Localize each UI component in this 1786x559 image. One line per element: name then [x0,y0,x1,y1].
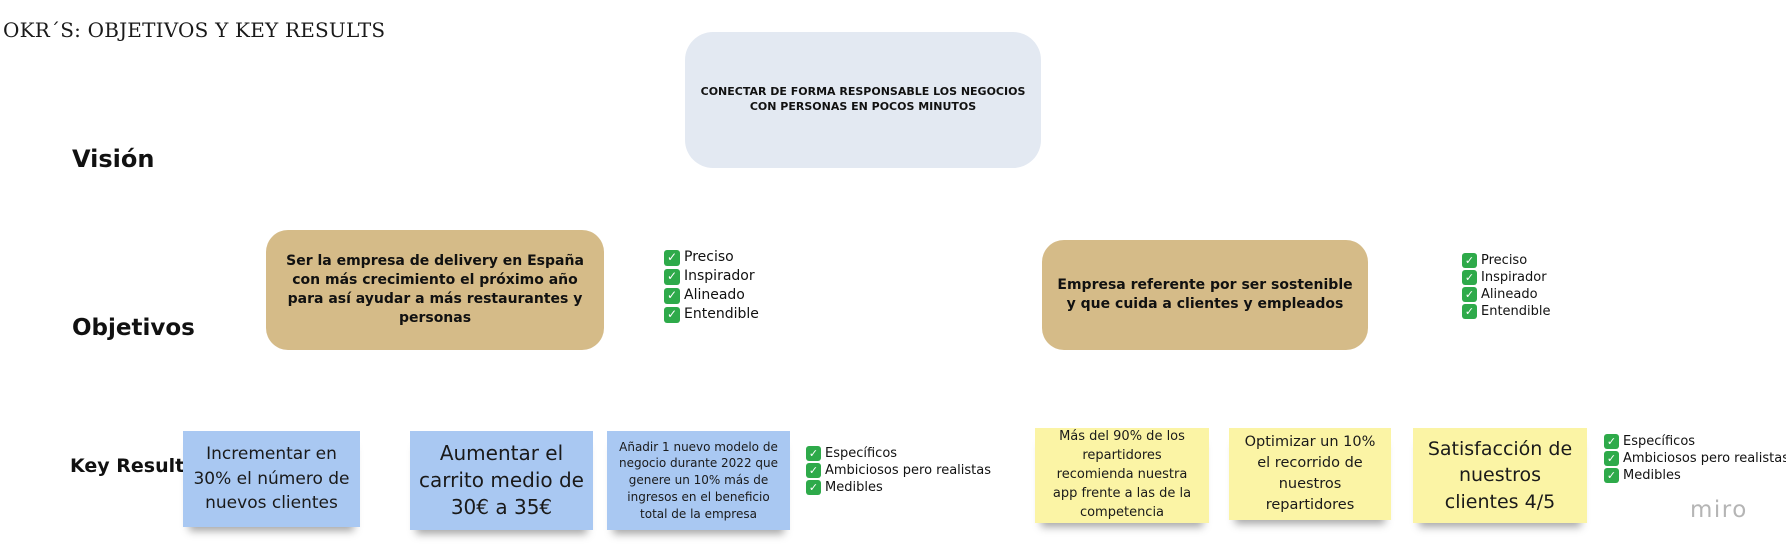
checklist-item: ✓Inspirador [664,267,759,286]
vision-row-label: Visión [72,145,155,173]
objective-card-1[interactable]: Ser la empresa de delivery en España con… [266,230,604,350]
checklist-item: ✓Ambiciosos pero realistas [806,462,991,479]
check-icon: ✓ [1462,270,1477,285]
check-icon: ✓ [806,480,821,495]
key-result-note-4-text: Más del 90% de los repartidores recomien… [1052,429,1192,520]
checklist-item: ✓Alineado [1462,286,1551,303]
objective-card-2[interactable]: Empresa referente por ser sostenible y q… [1042,240,1368,350]
board-title: OKR´S: OBJETIVOS Y KEY RESULTS [3,18,386,42]
key-result-note-1-text: Incrementar en 30% el número de nuevos c… [193,444,350,514]
check-icon: ✓ [1462,287,1477,302]
key-results-row-label: Key Results [70,455,196,477]
objective-checklist-1: ✓Preciso ✓Inspirador ✓Alineado ✓Entendib… [664,248,759,324]
miro-watermark: miro [1690,497,1748,523]
check-icon: ✓ [664,268,680,285]
objective-checklist-2: ✓Preciso ✓Inspirador ✓Alineado ✓Entendib… [1462,252,1551,320]
check-icon: ✓ [1604,468,1619,483]
key-result-note-6[interactable]: Satisfacción de nuestros clientes 4/5 [1413,428,1587,523]
checklist-item: ✓Entendible [664,305,759,324]
checklist-item: ✓Medibles [1604,467,1786,484]
key-result-note-1[interactable]: Incrementar en 30% el número de nuevos c… [183,431,360,527]
check-icon: ✓ [1462,304,1477,319]
check-icon: ✓ [806,446,821,461]
vision-card[interactable]: CONECTAR DE FORMA RESPONSABLE LOS NEGOCI… [685,32,1041,168]
checklist-item: ✓Alineado [664,286,759,305]
checklist-item: ✓Medibles [806,479,991,496]
key-result-note-3-text: Añadir 1 nuevo modelo de negocio durante… [618,439,778,521]
key-result-note-3[interactable]: Añadir 1 nuevo modelo de negocio durante… [607,431,790,530]
checklist-item: ✓Preciso [1462,252,1551,269]
checklist-item: ✓Ambiciosos pero realistas [1604,450,1786,467]
objective-card-2-text: Empresa referente por ser sostenible y q… [1057,277,1353,312]
checklist-item: ✓Específicos [806,445,991,462]
check-icon: ✓ [806,463,821,478]
check-icon: ✓ [1604,451,1619,466]
checklist-item: ✓Específicos [1604,433,1786,450]
objetivos-row-label: Objetivos [72,315,195,341]
vision-card-text: CONECTAR DE FORMA RESPONSABLE LOS NEGOCI… [700,85,1026,113]
checklist-item: ✓Preciso [664,248,759,267]
check-icon: ✓ [664,249,680,266]
checklist-item: ✓Entendible [1462,303,1551,320]
check-icon: ✓ [664,306,680,323]
key-result-note-5-text: Optimizar un 10% el recorrido de nuestro… [1244,433,1376,514]
key-result-note-4[interactable]: Más del 90% de los repartidores recomien… [1035,428,1209,523]
key-result-note-2[interactable]: Aumentar el carrito medio de 30€ a 35€ [410,431,593,530]
check-icon: ✓ [1462,253,1477,268]
check-icon: ✓ [664,287,680,304]
check-icon: ✓ [1604,434,1619,449]
key-result-note-2-text: Aumentar el carrito medio de 30€ a 35€ [419,441,584,519]
kr-checklist-2: ✓Específicos ✓Ambiciosos pero realistas … [1604,433,1786,484]
key-result-note-5[interactable]: Optimizar un 10% el recorrido de nuestro… [1229,428,1391,520]
key-result-note-6-text: Satisfacción de nuestros clientes 4/5 [1427,438,1573,513]
checklist-item: ✓Inspirador [1462,269,1551,286]
objective-card-1-text: Ser la empresa de delivery en España con… [286,253,584,326]
kr-checklist-1: ✓Específicos ✓Ambiciosos pero realistas … [806,445,991,496]
